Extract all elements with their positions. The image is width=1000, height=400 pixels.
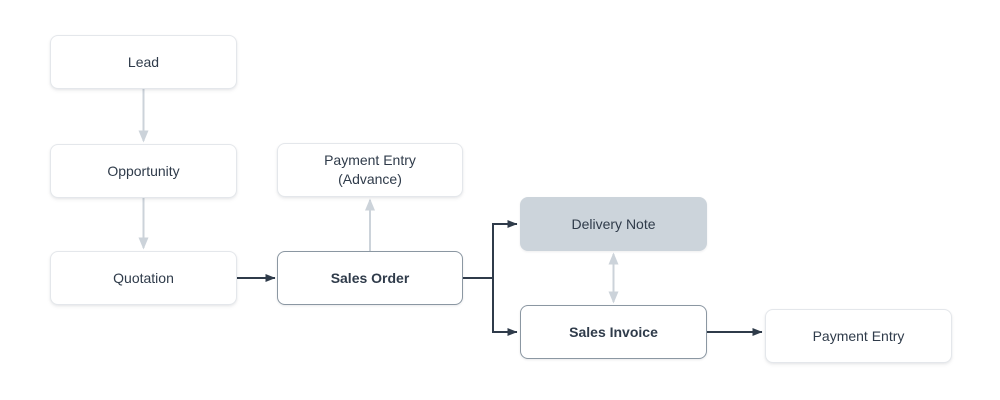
node-opportunity: Opportunity <box>50 144 237 198</box>
node-lead-label: Lead <box>127 53 160 70</box>
node-delivery-note: Delivery Note <box>520 197 707 251</box>
node-sales-order-label: Sales Order <box>330 269 410 286</box>
node-sales-invoice-label: Sales Invoice <box>569 323 658 340</box>
label-line-2: (Advance) <box>338 171 402 187</box>
node-quotation: Quotation <box>50 251 237 305</box>
node-sales-invoice: Sales Invoice <box>520 305 707 359</box>
label-line-1: Payment Entry <box>324 152 416 168</box>
node-quotation-label: Quotation <box>113 269 174 286</box>
node-payment-entry-advance: Payment Entry (Advance) <box>277 143 463 197</box>
node-payment-entry-advance-label: Payment Entry (Advance) <box>324 151 416 189</box>
edge-sales-order-branch-trunk <box>463 223 494 333</box>
node-delivery-note-label: Delivery Note <box>571 215 656 232</box>
node-sales-order: Sales Order <box>277 251 463 305</box>
node-payment-entry: Payment Entry <box>765 309 952 363</box>
node-opportunity-label: Opportunity <box>107 162 180 179</box>
node-payment-entry-label: Payment Entry <box>812 327 905 344</box>
node-lead: Lead <box>50 35 237 89</box>
